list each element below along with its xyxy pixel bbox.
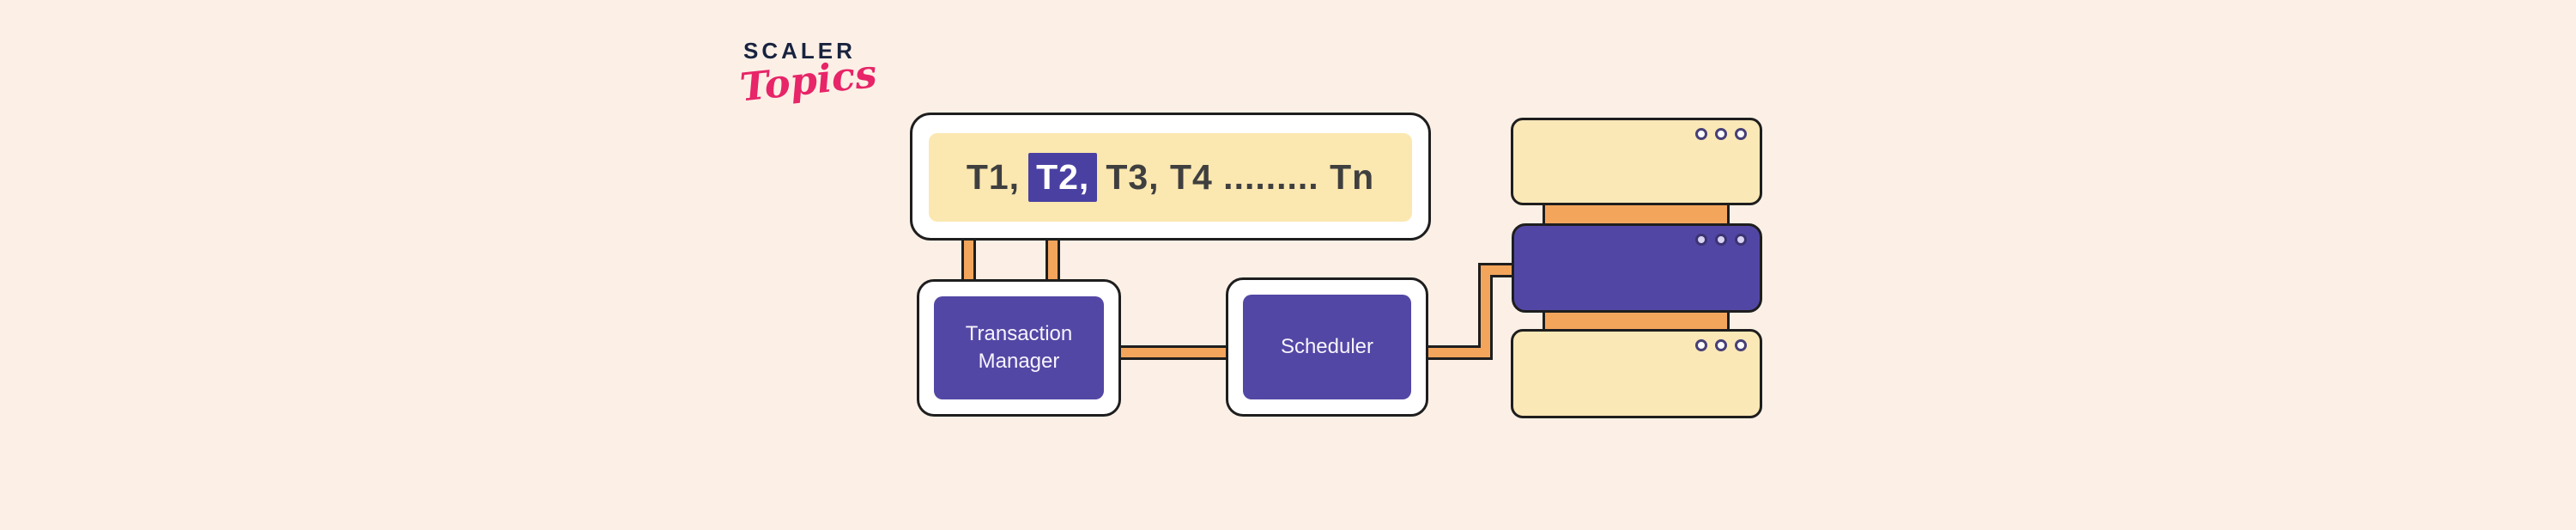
transaction-manager-label: Transaction Manager bbox=[934, 296, 1104, 399]
scaler-topics-logo: SCALER Topics bbox=[738, 38, 879, 110]
queue-text-before: T1, bbox=[966, 157, 1021, 197]
dot-icon bbox=[1715, 128, 1727, 140]
server-dots bbox=[1695, 339, 1747, 351]
transaction-manager-box: Transaction Manager bbox=[917, 279, 1121, 417]
scheduler-label: Scheduler bbox=[1243, 295, 1411, 399]
server-layer-middle bbox=[1512, 223, 1762, 313]
transaction-queue-label: T1, T2, T3, T4 ......... Tn bbox=[929, 133, 1412, 222]
logo-brand-text: SCALER bbox=[743, 38, 856, 64]
dot-icon bbox=[1735, 128, 1747, 140]
dot-icon bbox=[1715, 339, 1727, 351]
server-layer-top bbox=[1511, 118, 1762, 205]
scheduler-box: Scheduler bbox=[1226, 277, 1428, 417]
dot-icon bbox=[1715, 234, 1727, 246]
dot-icon bbox=[1695, 339, 1707, 351]
queue-highlighted-transaction: T2, bbox=[1028, 153, 1098, 202]
queue-text-after: T3, T4 ......... Tn bbox=[1106, 157, 1375, 197]
dot-icon bbox=[1735, 339, 1747, 351]
server-layer-bottom bbox=[1511, 329, 1762, 418]
server-dots bbox=[1695, 128, 1747, 140]
dot-icon bbox=[1735, 234, 1747, 246]
dot-icon bbox=[1695, 234, 1707, 246]
pipe-scheduler-to-server bbox=[1416, 263, 1524, 360]
transaction-queue-box: T1, T2, T3, T4 ......... Tn bbox=[910, 113, 1431, 241]
server-dots bbox=[1695, 234, 1747, 246]
dot-icon bbox=[1695, 128, 1707, 140]
pipe-fill bbox=[1416, 265, 1524, 357]
